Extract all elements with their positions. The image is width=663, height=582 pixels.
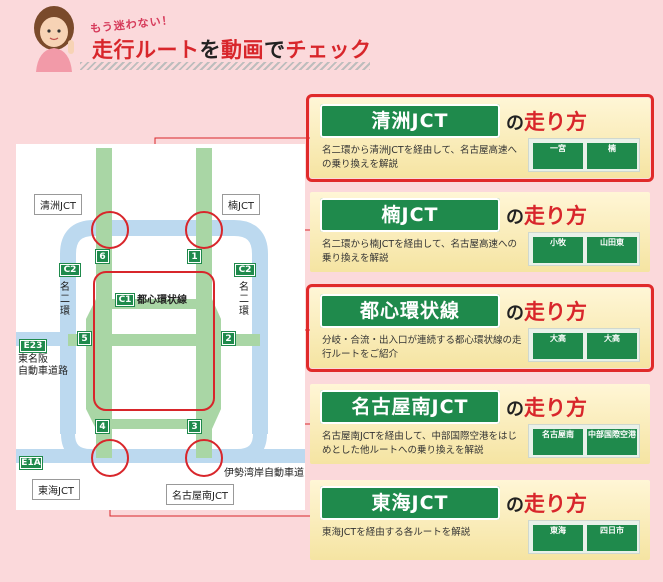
label-toshin-kanjo: 都心環状線 xyxy=(137,295,187,306)
card-thumbnail: 一宮 楠 xyxy=(528,138,640,172)
route-map: 清洲JCT 楠JCT 東海JCT 名古屋南JCT C2 C2 名 二 環 名 二… xyxy=(16,144,305,510)
label-tomeihan: 東名阪 自動車道路 xyxy=(18,354,68,377)
card-title: 楠JCT xyxy=(381,204,439,226)
card-nagoyaminami-jct[interactable]: 名古屋南JCT の走り方 名古屋南JCTを経由して、中部国際空港をはじめとした他… xyxy=(310,384,650,464)
route-badge-c2-right: C2 xyxy=(234,263,256,277)
route-badge-c1: C1 xyxy=(115,293,135,307)
label-isewan: 伊勢湾岸自動車道 xyxy=(224,468,304,479)
entry-number-4: 4 xyxy=(95,419,110,434)
title-part-wo: を xyxy=(199,38,221,62)
card-description: 名二環から楠JCTを経由して、名古屋高速への乗り換えを解説 xyxy=(322,239,517,264)
header-underline xyxy=(80,62,370,70)
page-title: 走行ルートを動画でチェック xyxy=(92,34,372,64)
card-sign: 名古屋南JCT xyxy=(320,390,500,424)
card-howto: の走り方 xyxy=(506,396,587,420)
card-howto: の走り方 xyxy=(506,204,587,228)
label-meikan-right: 名 二 環 xyxy=(239,282,249,317)
entry-number-6: 6 xyxy=(95,249,110,264)
card-sign: 都心環状線 xyxy=(320,294,500,328)
route-map-graphic xyxy=(16,148,305,477)
card-thumbnail: 名古屋南 中部国際空港 xyxy=(528,424,640,458)
card-howto: の走り方 xyxy=(506,300,587,324)
card-thumbnail: 東海 四日市 xyxy=(528,520,640,554)
title-part-route: 走行ルート xyxy=(92,38,200,62)
card-title: 東海JCT xyxy=(371,492,449,514)
card-toshin-kanjo[interactable]: 都心環状線 の走り方 分岐・合流・出入口が連続する都心環状線の走行ルートをご紹介… xyxy=(306,284,654,372)
card-howto: の走り方 xyxy=(506,110,587,134)
title-part-video: 動画 xyxy=(221,38,264,62)
card-description: 東海JCTを経由する各ルートを解説 xyxy=(322,527,471,538)
card-description: 分岐・合流・出入口が連続する都心環状線の走行ルートをご紹介 xyxy=(322,335,522,360)
card-kusunoki-jct[interactable]: 楠JCT の走り方 名二環から楠JCTを経由して、名古屋高速への乗り換えを解説 … xyxy=(310,192,650,272)
card-title: 都心環状線 xyxy=(359,300,460,322)
card-thumbnail: 小牧 山田東 xyxy=(528,232,640,266)
label-kusunoki-jct: 楠JCT xyxy=(222,194,261,215)
card-sign: 楠JCT xyxy=(320,198,500,232)
page-header: もう迷わない！ 走行ルートを動画でチェック xyxy=(0,0,663,82)
entry-number-1: 1 xyxy=(187,249,202,264)
entry-number-5: 5 xyxy=(77,331,92,346)
label-kiyosu-jct: 清洲JCT xyxy=(34,194,83,215)
card-thumbnail: 大高 大高 xyxy=(528,328,640,362)
card-kiyosu-jct[interactable]: 清洲JCT の走り方 名二環から清洲JCTを経由して、名古屋高速への乗り換えを解… xyxy=(306,94,654,182)
entry-number-3: 3 xyxy=(187,419,202,434)
card-title: 清洲JCT xyxy=(371,110,449,132)
card-sign: 東海JCT xyxy=(320,486,500,520)
title-part-de: で xyxy=(264,38,286,62)
label-nagoyaminami-jct: 名古屋南JCT xyxy=(166,484,235,505)
card-howto: の走り方 xyxy=(506,492,587,516)
card-title: 名古屋南JCT xyxy=(351,396,469,418)
label-tokai-jct: 東海JCT xyxy=(32,479,81,500)
route-badge-e1a: E1A xyxy=(19,456,43,470)
label-meikan-left: 名 二 環 xyxy=(60,282,70,317)
woman-avatar-icon xyxy=(34,6,74,72)
title-part-check: チェック xyxy=(285,38,372,62)
entry-number-2: 2 xyxy=(221,331,236,346)
card-description: 名古屋南JCTを経由して、中部国際空港をはじめとした他ルートへの乗り換えを解説 xyxy=(322,431,517,456)
card-tokai-jct[interactable]: 東海JCT の走り方 東海JCTを経由する各ルートを解説 東海 四日市 xyxy=(310,480,650,560)
card-description: 名二環から清洲JCTを経由して、名古屋高速への乗り換えを解説 xyxy=(322,145,517,170)
route-badge-e23: E23 xyxy=(19,339,47,353)
card-sign: 清洲JCT xyxy=(320,104,500,138)
route-badge-c2-left: C2 xyxy=(59,263,81,277)
